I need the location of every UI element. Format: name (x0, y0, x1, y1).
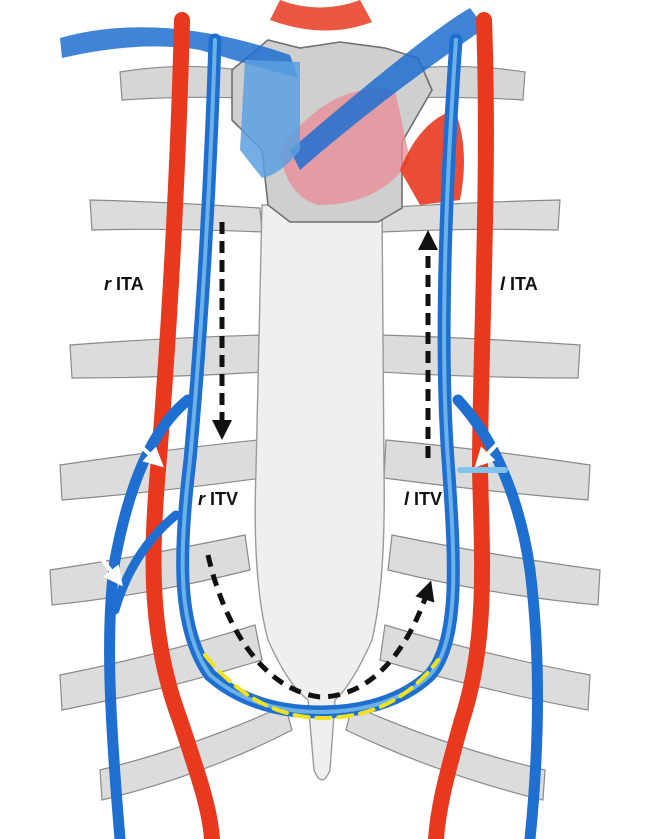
brachiocephalic-vein-left (290, 8, 485, 170)
brachiocephalic-vein-right (60, 27, 298, 78)
pointer-arrow-2 (76, 526, 123, 587)
label-right-itv-text: ITV (210, 489, 239, 509)
rib-left-4 (387, 534, 601, 606)
label-left-itv-prefix: l (404, 489, 410, 509)
right-ita-artery (145, 12, 220, 839)
rib-left-1 (379, 199, 561, 233)
aortic-arch (270, 0, 372, 31)
label-left-ita-text: ITA (510, 274, 538, 294)
right-itv-vein (176, 33, 463, 719)
label-right-ita: r ITA (104, 275, 144, 293)
label-left-ita-prefix: l (500, 274, 506, 294)
anastomosis-highlight (203, 653, 440, 721)
flow-arrow-bottom-curve (205, 554, 435, 700)
heart (280, 88, 410, 205)
label-right-ita-prefix: r (104, 274, 112, 294)
sternum (254, 204, 385, 781)
label-left-itv-text: ITV (414, 489, 443, 509)
pointer-arrow-1 (110, 418, 164, 468)
label-right-itv-prefix: r (198, 489, 206, 509)
left-ita-artery (428, 12, 494, 839)
superior-vena-cava (240, 60, 300, 178)
label-left-itv: l ITV (404, 490, 442, 508)
label-left-ita: l ITA (500, 275, 538, 293)
pointer-arrow-3 (474, 418, 522, 468)
label-right-itv: r ITV (198, 490, 238, 508)
label-right-ita-text: ITA (116, 274, 144, 294)
